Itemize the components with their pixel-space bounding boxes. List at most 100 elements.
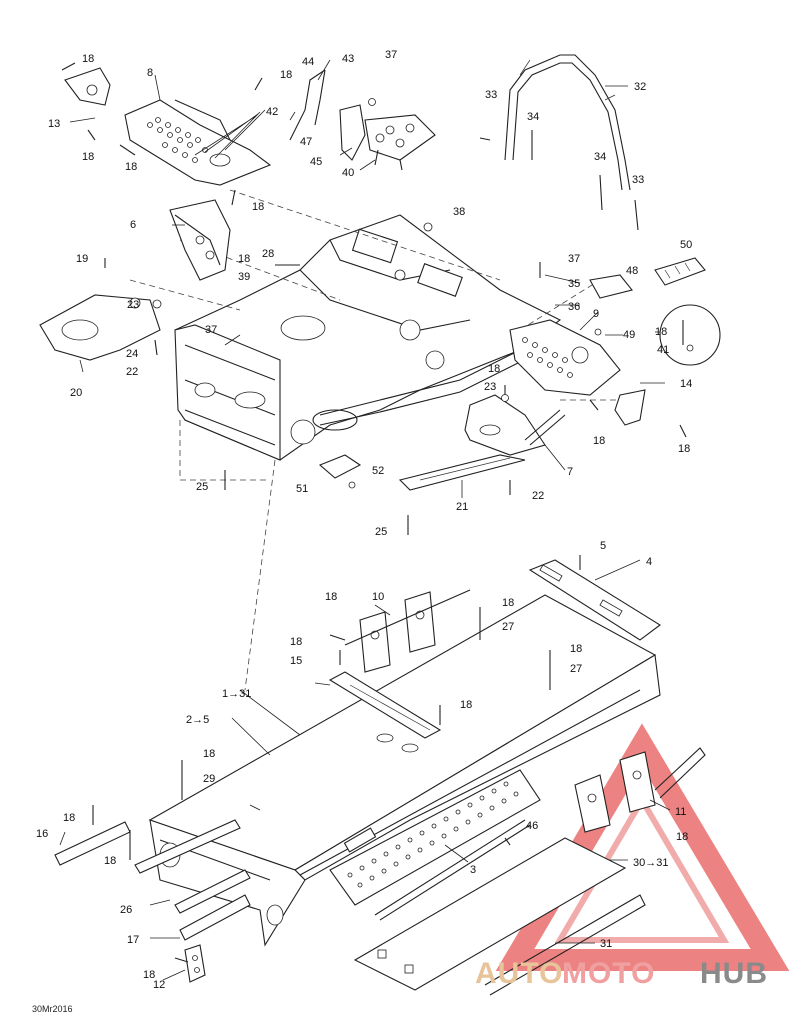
callout-25: 25 bbox=[375, 526, 387, 538]
callout-10: 10 bbox=[372, 591, 384, 603]
watermark-auto: AUTO bbox=[475, 957, 563, 990]
callout-51: 51 bbox=[296, 483, 308, 495]
callout-20: 20 bbox=[70, 387, 82, 399]
part-10-bracket-pair bbox=[344, 589, 471, 673]
callout-18: 18 bbox=[593, 435, 605, 447]
callout-18: 18 bbox=[125, 161, 137, 173]
callout-45: 45 bbox=[310, 156, 322, 168]
part-21-brace bbox=[398, 454, 526, 491]
callout-48: 48 bbox=[626, 265, 638, 277]
callout-41: 41 bbox=[657, 344, 669, 356]
callout-33: 33 bbox=[485, 89, 497, 101]
callout-37: 37 bbox=[205, 324, 217, 336]
callout-18: 18 bbox=[678, 443, 690, 455]
callout-9: 9 bbox=[593, 308, 599, 320]
part-20-plate bbox=[39, 294, 161, 361]
callout-7: 7 bbox=[567, 466, 573, 478]
callout-32: 32 bbox=[634, 81, 646, 93]
callout-6: 6 bbox=[130, 219, 136, 231]
part-4-rear-bracket bbox=[528, 559, 661, 641]
fasteners bbox=[61, 62, 687, 963]
callout-25: 25 bbox=[196, 481, 208, 493]
callout-30-31: 30→31 bbox=[633, 857, 668, 869]
callout-18: 18 bbox=[488, 363, 500, 375]
callout-49: 49 bbox=[623, 329, 635, 341]
part-7-support bbox=[464, 394, 566, 456]
callout-23: 23 bbox=[484, 381, 496, 393]
part-15-rail bbox=[328, 671, 442, 739]
callout-labels: 18 8 13 18 18 18 44 43 42 4 7 45 40 37 18… bbox=[36, 49, 692, 991]
leader-lines bbox=[59, 59, 671, 981]
callout-4: 4 bbox=[646, 556, 652, 568]
part-32-grab-handle bbox=[504, 54, 631, 191]
callout-13: 13 bbox=[48, 118, 60, 130]
callout-18: 18 bbox=[238, 253, 250, 265]
callout-22: 22 bbox=[532, 490, 544, 502]
callout-52: 52 bbox=[372, 465, 384, 477]
part-31-skid-plate bbox=[353, 837, 646, 996]
callout-34: 34 bbox=[527, 111, 539, 123]
callout-19: 19 bbox=[76, 253, 88, 265]
callout-36: 36 bbox=[568, 301, 580, 313]
part-16-strip bbox=[54, 821, 131, 866]
callout-16: 16 bbox=[36, 828, 48, 840]
callout-18: 18 bbox=[570, 643, 582, 655]
callout-27: 27 bbox=[502, 621, 514, 633]
callout-12: 12 bbox=[153, 979, 165, 991]
watermark-moto: MOTO bbox=[562, 957, 655, 990]
callout-8: 8 bbox=[147, 67, 153, 79]
parts-42-47-strap bbox=[289, 69, 366, 161]
callout-11: 11 bbox=[675, 806, 686, 818]
callout-18: 18 bbox=[325, 591, 337, 603]
detail-circle-41 bbox=[659, 304, 721, 366]
callout-39: 39 bbox=[238, 271, 250, 283]
callout-38: 38 bbox=[453, 206, 465, 218]
assembly-guide-lines-upper bbox=[129, 189, 630, 691]
callout-37: 37 bbox=[385, 49, 397, 61]
callout-18: 18 bbox=[290, 636, 302, 648]
callout-40: 40 bbox=[342, 167, 354, 179]
callout-23: 23 bbox=[127, 299, 139, 311]
callout-35: 35 bbox=[568, 278, 580, 290]
callout-18: 18 bbox=[460, 699, 472, 711]
tunnel-assembly bbox=[148, 594, 661, 947]
callout-18: 18 bbox=[63, 812, 75, 824]
diagram-code: 30Mr2016 bbox=[32, 1004, 73, 1014]
callout-17: 17 bbox=[127, 934, 139, 946]
parts-51-52 bbox=[318, 454, 362, 489]
part-26-rails bbox=[134, 819, 251, 914]
callout-28: 28 bbox=[262, 248, 274, 260]
part-8-footrest-bracket bbox=[64, 67, 272, 186]
callout-26: 26 bbox=[120, 904, 132, 916]
callout-44: 44 bbox=[302, 56, 314, 68]
part-12-plate bbox=[184, 944, 206, 983]
callout-18: 18 bbox=[82, 53, 94, 65]
callout-18: 18 bbox=[280, 69, 292, 81]
watermark-hub: HUB bbox=[700, 957, 768, 990]
part-17-bracket bbox=[179, 894, 251, 941]
watermark-text: AUTO MOTO HUB bbox=[475, 957, 768, 990]
callout-29: 29 bbox=[203, 773, 215, 785]
part-6-bracket bbox=[169, 199, 231, 281]
callout-27: 27 bbox=[570, 663, 582, 675]
callout-31: 31 bbox=[600, 938, 612, 950]
callout-22: 22 bbox=[126, 366, 138, 378]
parts-48-50 bbox=[589, 257, 706, 299]
upper-frame bbox=[174, 214, 562, 461]
callout-43: 43 bbox=[342, 53, 354, 65]
part-11-rear-brackets bbox=[574, 747, 706, 833]
callout-18: 18 bbox=[502, 597, 514, 609]
callout-46: 46 bbox=[526, 820, 538, 832]
callout-18: 18 bbox=[655, 326, 667, 338]
callout-18: 18 bbox=[143, 969, 155, 981]
part-40-bracket bbox=[364, 114, 436, 171]
callout-18: 18 bbox=[203, 748, 215, 760]
callout-18: 18 bbox=[676, 831, 688, 843]
callout-24: 24 bbox=[126, 348, 138, 360]
part-9-footrest-right bbox=[509, 319, 646, 426]
callout-42: 42 bbox=[266, 106, 278, 118]
callout-3: 3 bbox=[470, 864, 476, 876]
callout-5: 5 bbox=[600, 540, 606, 552]
